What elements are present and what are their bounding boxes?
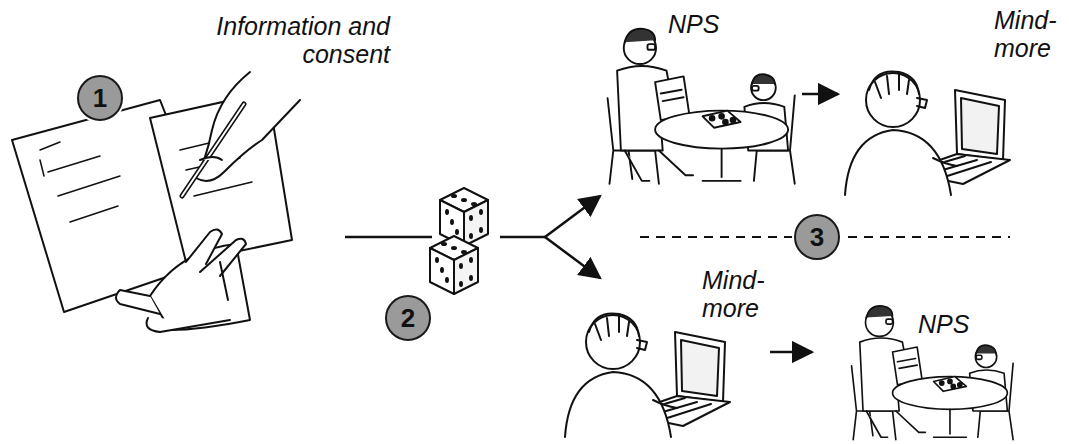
mindmore-scene xyxy=(845,71,1010,195)
resting-hand-part xyxy=(220,262,228,300)
callout-number: 2 xyxy=(385,295,431,341)
flow-arrows-part xyxy=(770,351,812,354)
writing-hand-part xyxy=(196,72,300,181)
writing-hand-part xyxy=(182,104,244,196)
nps-scene xyxy=(608,29,795,184)
step-label: Information and consent xyxy=(190,12,390,68)
writing-hand-part xyxy=(182,104,244,196)
test-label: Mind- more xyxy=(994,6,1062,62)
consent-papers-part xyxy=(40,142,120,222)
mindmore-scene xyxy=(565,313,730,437)
writing-hand-part xyxy=(200,157,222,160)
flow-arrows-part xyxy=(545,196,600,237)
writing-hand xyxy=(182,72,300,196)
flow-arrows-part xyxy=(545,237,600,278)
callout-number: 1 xyxy=(77,75,123,121)
callout-number-text: 1 xyxy=(93,85,107,111)
callout-number-text: 2 xyxy=(401,305,415,331)
resting-hand xyxy=(116,229,250,332)
test-label: Mind- more xyxy=(702,266,770,322)
die xyxy=(440,188,488,246)
resting-hand-part xyxy=(116,290,160,314)
test-label: NPS xyxy=(918,310,969,338)
flow-arrows-part xyxy=(345,236,432,239)
flow-arrows-part xyxy=(802,93,838,96)
callout-number: 3 xyxy=(794,214,840,260)
resting-hand-part xyxy=(147,318,231,332)
flow-arrows-part xyxy=(500,236,545,239)
test-label: NPS xyxy=(668,10,719,38)
callout-number-text: 3 xyxy=(810,224,824,250)
resting-hand-part xyxy=(200,239,246,276)
nps-scene xyxy=(852,306,1014,440)
die xyxy=(430,236,478,294)
